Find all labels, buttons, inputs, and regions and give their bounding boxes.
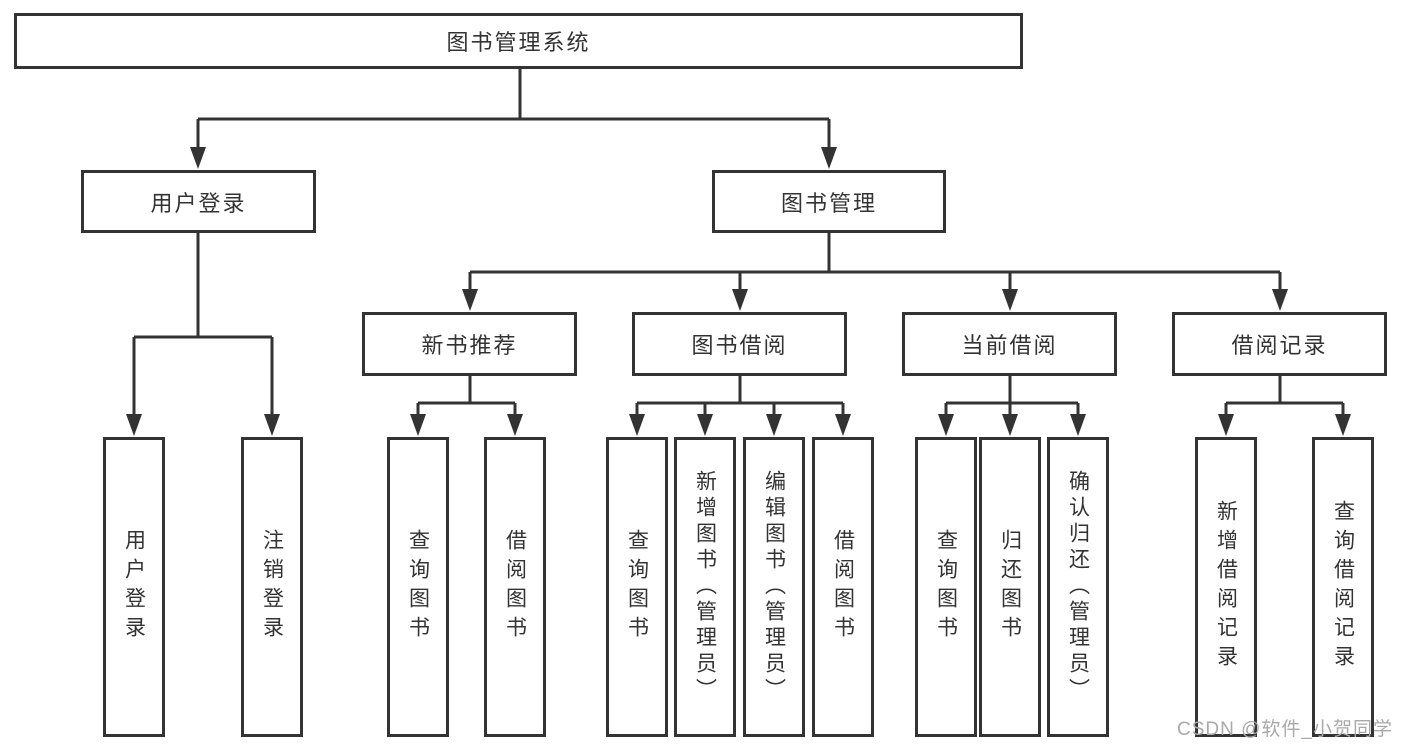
node-user-login: 用户登录	[81, 170, 316, 233]
leaf-add-books-admin: 新增图书（管理员）	[674, 437, 736, 737]
node-book-management: 图书管理	[712, 170, 946, 233]
leaf-add-borrow-record: 新增借阅记录	[1195, 437, 1257, 737]
leaf-user-login: 用户登录	[103, 437, 165, 737]
node-borrowing-records: 借阅记录	[1172, 312, 1387, 376]
node-current-borrowing: 当前借阅	[902, 312, 1117, 376]
node-root-system: 图书管理系统	[14, 13, 1023, 69]
leaf-confirm-return-admin: 确认归还（管理员）	[1047, 437, 1109, 737]
leaf-borrow-books: 借阅图书	[812, 437, 874, 737]
csdn-watermark: CSDN @软件_小贺同学	[1177, 719, 1393, 740]
leaf-query-books: 查询图书	[606, 437, 668, 737]
node-book-borrowing: 图书借阅	[632, 312, 847, 376]
leaf-query-books: 查询图书	[387, 437, 449, 737]
leaf-query-books: 查询图书	[915, 437, 977, 737]
leaf-edit-books-admin: 编辑图书（管理员）	[743, 437, 805, 737]
node-new-book-recommendation: 新书推荐	[362, 312, 577, 376]
leaf-query-borrow-record: 查询借阅记录	[1312, 437, 1374, 737]
leaf-logout: 注销登录	[241, 437, 303, 737]
leaf-return-books: 归还图书	[979, 437, 1041, 737]
leaf-borrow-books: 借阅图书	[484, 437, 546, 737]
